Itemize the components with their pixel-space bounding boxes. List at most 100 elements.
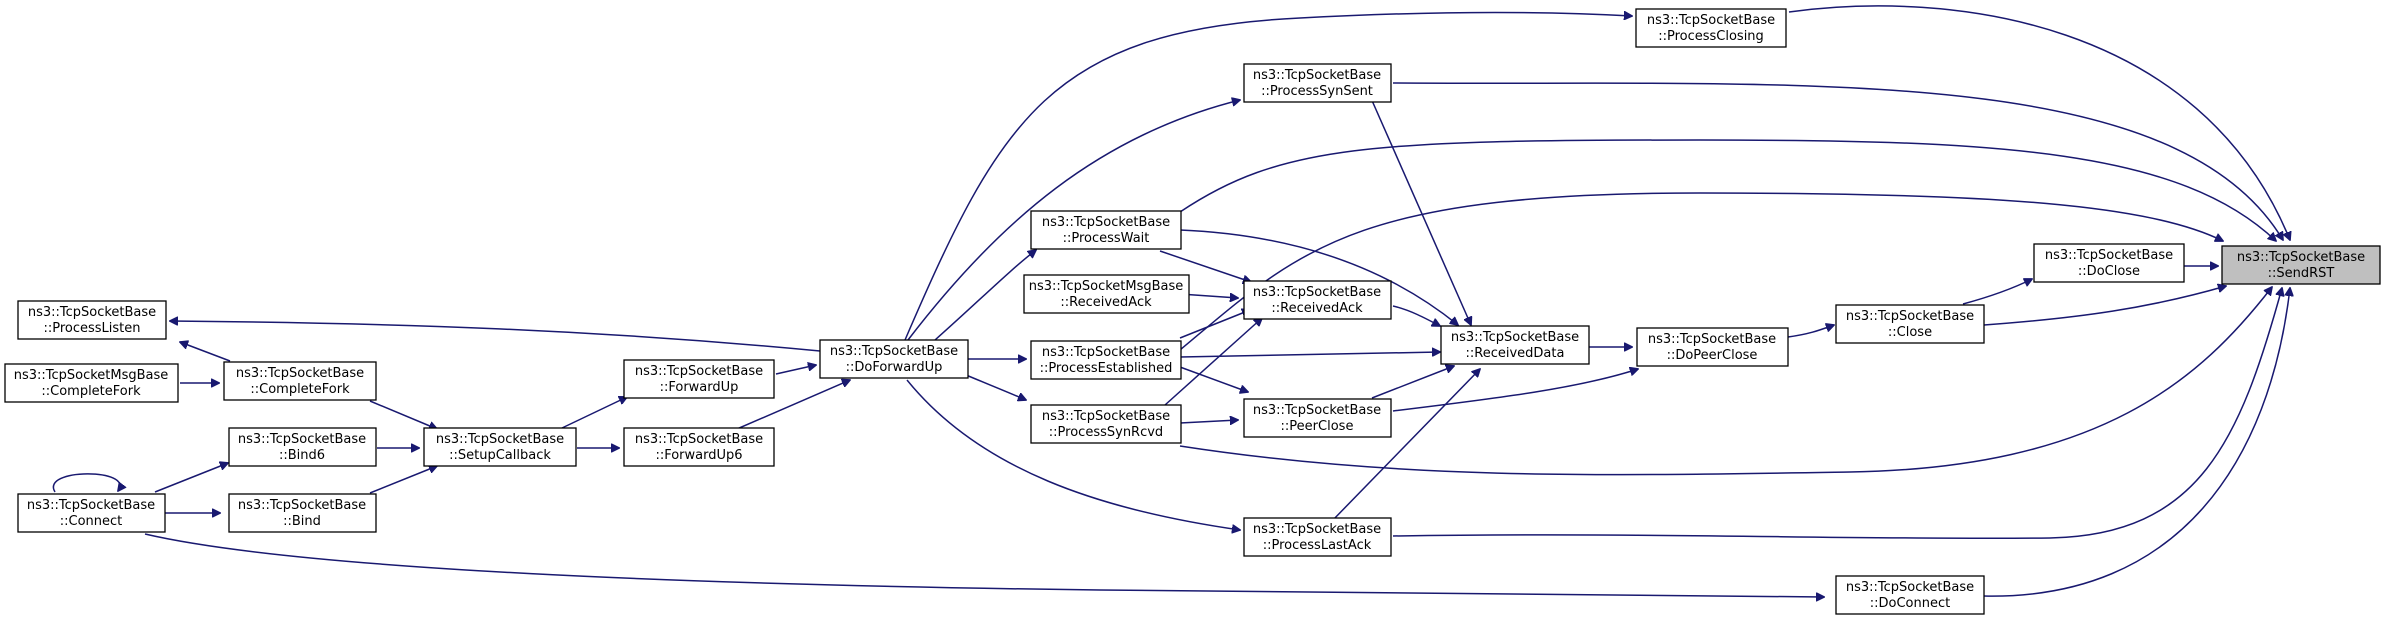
svg-text:ns3::TcpSocketBase: ns3::TcpSocketBase xyxy=(2237,250,2365,265)
edge-doforwardup-processlastack xyxy=(906,379,1240,530)
svg-text:ns3::TcpSocketBase: ns3::TcpSocketBase xyxy=(27,498,155,513)
svg-text:ns3::TcpSocketBase: ns3::TcpSocketBase xyxy=(1253,522,1381,537)
node-processlisten[interactable]: ns3::TcpSocketBase ::ProcessListen xyxy=(17,300,167,340)
edge-doforwardup-processlisten xyxy=(170,321,821,352)
edge-processsynsent-sendrst xyxy=(1392,82,2283,240)
edge-processsynrcvd-peerclose xyxy=(1179,420,1238,423)
edge-doforwardup-processwait xyxy=(934,250,1036,341)
node-close[interactable]: ns3::TcpSocketBase ::Close xyxy=(1835,304,1985,344)
svg-text:::ForwardUp6: ::ForwardUp6 xyxy=(655,448,742,463)
node-processsynrcvd[interactable]: ns3::TcpSocketBase ::ProcessSynRcvd xyxy=(1030,404,1182,444)
node-sendrst[interactable]: ns3::TcpSocketBase ::SendRST xyxy=(2221,245,2381,285)
svg-text:ns3::TcpSocketBase: ns3::TcpSocketBase xyxy=(1647,13,1775,28)
svg-text:ns3::TcpSocketBase: ns3::TcpSocketBase xyxy=(1042,215,1170,230)
edge-completefork-processlisten xyxy=(180,342,231,362)
edge-peerclose-dopeerclose xyxy=(1392,369,1638,412)
svg-text:ns3::TcpSocketBase: ns3::TcpSocketBase xyxy=(1042,409,1170,424)
edge-processsynrcvd-sendrst xyxy=(1179,287,2272,476)
edge-processsynrcvd-receivedack xyxy=(1164,318,1262,406)
svg-text:::DoConnect: ::DoConnect xyxy=(1870,596,1950,611)
node-processlastack[interactable]: ns3::TcpSocketBase ::ProcessLastAck xyxy=(1243,517,1392,557)
node-bind6[interactable]: ns3::TcpSocketBase ::Bind6 xyxy=(228,427,377,467)
edge-dopeerclose-close xyxy=(1787,325,1834,338)
svg-text:::PeerClose: ::PeerClose xyxy=(1281,419,1354,434)
edge-doconnect-sendrst xyxy=(1983,288,2290,597)
svg-text:::SetupCallback: ::SetupCallback xyxy=(449,448,551,463)
svg-text:ns3::TcpSocketBase: ns3::TcpSocketBase xyxy=(1451,330,1579,345)
edge-processclosing-sendrst xyxy=(1788,5,2290,240)
edge-processlastack-sendrst xyxy=(1392,288,2282,540)
node-setupcallback[interactable]: ns3::TcpSocketBase ::SetupCallback xyxy=(423,427,577,467)
svg-text:ns3::TcpSocketBase: ns3::TcpSocketBase xyxy=(236,366,364,381)
svg-text:::Bind: ::Bind xyxy=(283,514,321,529)
svg-text:ns3::TcpSocketBase: ns3::TcpSocketBase xyxy=(1042,345,1170,360)
edge-processsynsent-receiveddata xyxy=(1369,95,1471,325)
svg-text:::ForwardUp: ::ForwardUp xyxy=(660,380,739,395)
node-dopeerclose[interactable]: ns3::TcpSocketBase ::DoPeerClose xyxy=(1636,327,1789,367)
node-doforwardup[interactable]: ns3::TcpSocketBase ::DoForwardUp xyxy=(819,339,969,379)
edge-doforwardup-processsynsent xyxy=(907,100,1240,341)
node-receiveddata[interactable]: ns3::TcpSocketBase ::ReceivedData xyxy=(1440,325,1590,365)
edge-processwait-sendrst xyxy=(1179,139,2276,241)
node-forwardup[interactable]: ns3::TcpSocketBase ::ForwardUp xyxy=(623,359,775,399)
edge-processestablished-sendrst xyxy=(1179,192,2223,351)
edge-bind-setupcallback xyxy=(369,466,437,494)
edge-processestablished-receivedack xyxy=(1179,310,1250,339)
svg-text:::ReceivedAck: ::ReceivedAck xyxy=(1271,301,1363,316)
svg-text:ns3::TcpSocketBase: ns3::TcpSocketBase xyxy=(1846,309,1974,324)
node-docloose[interactable]: ns3::TcpSocketBase ::DoClose xyxy=(2033,243,2185,283)
svg-text:::DoPeerClose: ::DoPeerClose xyxy=(1667,348,1758,363)
edge-forwardup6-doforwardup xyxy=(729,380,850,433)
edge-connect-doconnect xyxy=(144,533,1824,597)
node-msgreceivedack[interactable]: ns3::TcpSocketMsgBase ::ReceivedAck xyxy=(1023,274,1190,314)
svg-text:ns3::TcpSocketBase: ns3::TcpSocketBase xyxy=(238,432,366,447)
svg-text:::ProcessEstablished: ::ProcessEstablished xyxy=(1040,361,1173,376)
node-msgcompletefork[interactable]: ns3::TcpSocketMsgBase ::CompleteFork xyxy=(4,363,179,403)
svg-text:::ProcessClosing: ::ProcessClosing xyxy=(1658,29,1764,44)
svg-text:::Bind6: ::Bind6 xyxy=(279,448,325,463)
node-processsynsent[interactable]: ns3::TcpSocketBase ::ProcessSynSent xyxy=(1243,63,1392,103)
node-processwait[interactable]: ns3::TcpSocketBase ::ProcessWait xyxy=(1030,210,1182,250)
svg-text:ns3::TcpSocketBase: ns3::TcpSocketBase xyxy=(1253,68,1381,83)
edge-peerclose-receiveddata xyxy=(1371,366,1454,399)
edge-forwardup-doforwardup xyxy=(775,365,816,375)
svg-text:ns3::TcpSocketBase: ns3::TcpSocketBase xyxy=(436,432,564,447)
edge-setupcallback-forwardup xyxy=(561,397,627,429)
edge-connect-connect xyxy=(52,473,120,492)
node-processestablished[interactable]: ns3::TcpSocketBase ::ProcessEstablished xyxy=(1030,340,1182,380)
node-bind[interactable]: ns3::TcpSocketBase ::Bind xyxy=(228,493,377,533)
svg-text:ns3::TcpSocketBase: ns3::TcpSocketBase xyxy=(1253,285,1381,300)
svg-text:::ProcessSynSent: ::ProcessSynSent xyxy=(1261,84,1373,99)
edge-receivedack-receiveddata xyxy=(1392,305,1440,326)
node-connect[interactable]: ns3::TcpSocketBase ::Connect xyxy=(17,493,166,533)
svg-text:::ReceivedAck: ::ReceivedAck xyxy=(1060,295,1152,310)
node-doconnect[interactable]: ns3::TcpSocketBase ::DoConnect xyxy=(1835,575,1985,615)
node-peerclose[interactable]: ns3::TcpSocketBase ::PeerClose xyxy=(1243,398,1392,438)
svg-text:::ProcessWait: ::ProcessWait xyxy=(1063,231,1150,246)
node-completefork[interactable]: ns3::TcpSocketBase ::CompleteFork xyxy=(223,361,377,401)
svg-text:::CompleteFork: ::CompleteFork xyxy=(250,382,350,397)
svg-text:::ProcessSynRcvd: ::ProcessSynRcvd xyxy=(1049,425,1163,440)
svg-text:::Connect: ::Connect xyxy=(60,514,123,529)
svg-text:ns3::TcpSocketMsgBase: ns3::TcpSocketMsgBase xyxy=(14,368,169,383)
svg-text:::DoForwardUp: ::DoForwardUp xyxy=(846,360,943,375)
node-receivedack[interactable]: ns3::TcpSocketBase ::ReceivedAck xyxy=(1243,280,1392,320)
svg-text:::Close: ::Close xyxy=(1888,325,1932,340)
node-processclosing[interactable]: ns3::TcpSocketBase ::ProcessClosing xyxy=(1635,8,1787,48)
svg-text:::CompleteFork: ::CompleteFork xyxy=(41,384,141,399)
svg-text:ns3::TcpSocketMsgBase: ns3::TcpSocketMsgBase xyxy=(1029,279,1184,294)
edge-processwait-receiveddata xyxy=(1179,229,1458,325)
edge-connect-bind6 xyxy=(154,463,228,493)
svg-text:ns3::TcpSocketBase: ns3::TcpSocketBase xyxy=(635,364,763,379)
svg-text:ns3::TcpSocketBase: ns3::TcpSocketBase xyxy=(28,305,156,320)
svg-text:ns3::TcpSocketBase: ns3::TcpSocketBase xyxy=(830,344,958,359)
edge-doforwardup-processclosing xyxy=(904,13,1632,341)
svg-text:::ReceivedData: ::ReceivedData xyxy=(1466,346,1565,361)
svg-text:ns3::TcpSocketBase: ns3::TcpSocketBase xyxy=(1648,332,1776,347)
edge-completefork-setupcallback xyxy=(369,400,437,429)
node-forwardup6[interactable]: ns3::TcpSocketBase ::ForwardUp6 xyxy=(623,427,775,467)
edge-close-sendrst xyxy=(1983,286,2226,326)
edge-processlastack-receiveddata xyxy=(1330,369,1480,523)
svg-text:::SendRST: ::SendRST xyxy=(2268,266,2335,281)
